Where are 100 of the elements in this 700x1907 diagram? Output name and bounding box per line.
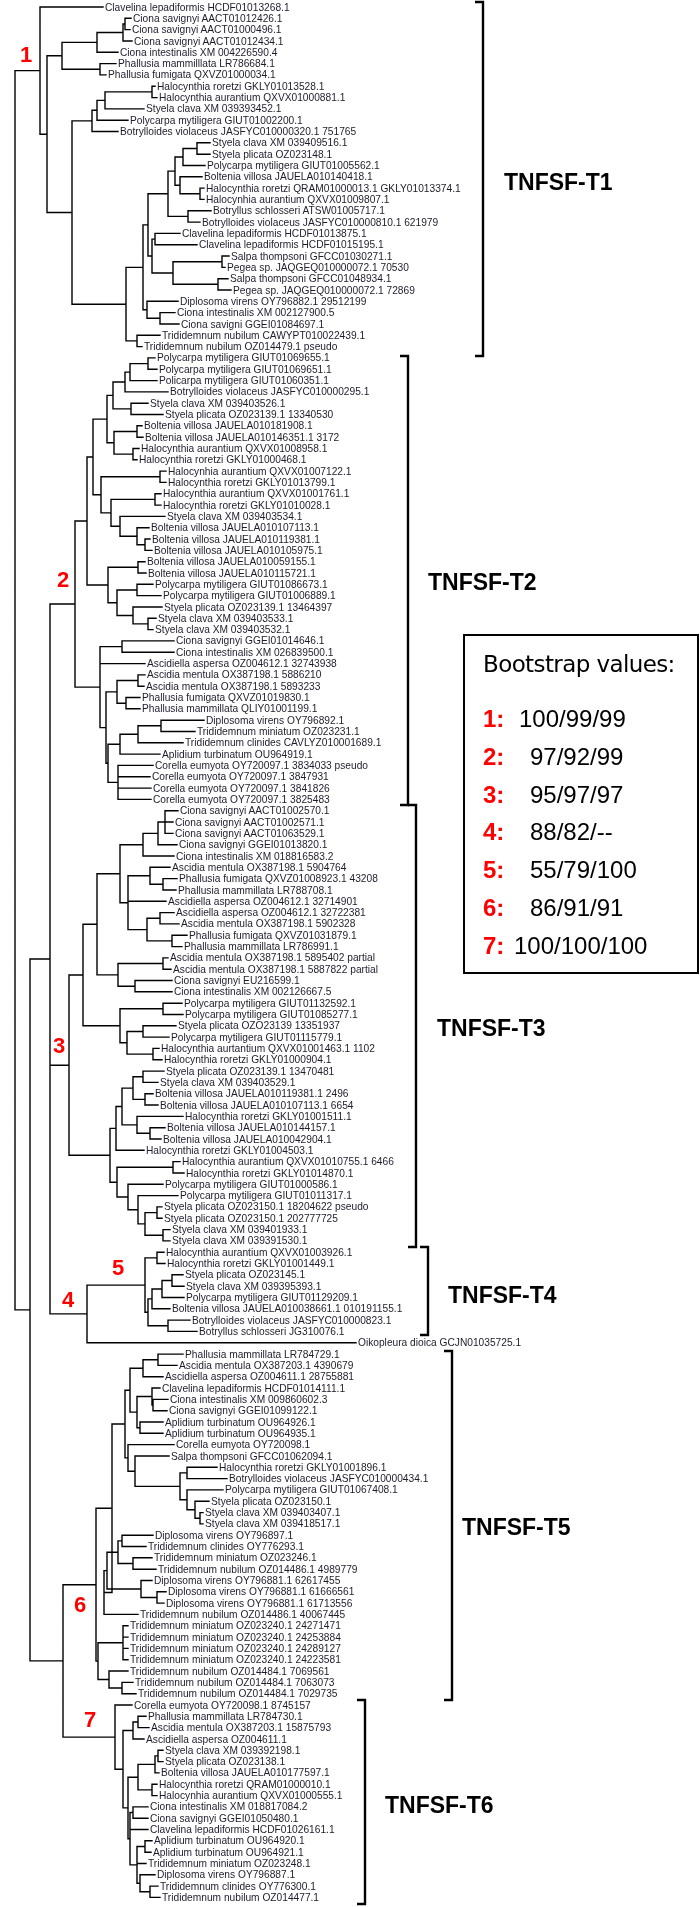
taxon-label: Ascidiella aspersa OZ004612.1 32743938 <box>147 658 337 670</box>
taxon-label: Halocynthia roretzi GKLY01000468.1 <box>139 454 307 466</box>
clade-label: TNFSF-T6 <box>385 1792 494 1818</box>
taxon-label: Halocynthia roretzi GKLY01013799.1 <box>168 476 336 488</box>
taxon-label: Phallusia mammillata LR788708.1 <box>178 884 333 896</box>
taxon-label: Ciona savignyi AACT01000496.1 <box>132 24 282 36</box>
clade-label: TNFSF-T4 <box>448 1282 557 1308</box>
taxon-label: Styela clava XM 039403534.1 <box>167 510 303 522</box>
taxon-label: Ciona savigni GGEI01084697.1 <box>181 318 325 330</box>
taxon-label: Oikopleura dioica GCJN01035725.1 <box>358 1337 522 1349</box>
legend-title: Bootstrap values: <box>483 651 675 677</box>
taxon-label: Diplosoma virens OY796881.1 62617455 <box>154 1575 341 1586</box>
taxon-label: Corella eumyota OY720097.1 3825483 <box>153 793 330 805</box>
taxon-label: Ascidia mentula OX387203.1 15875793 <box>151 1722 332 1734</box>
legend-box <box>463 634 699 974</box>
taxon-label: Halocynthia roretzi GKLY01014870.1 <box>186 1167 354 1179</box>
taxon-label: Polycarpa mytiligera GIUT01129209.1 <box>186 1292 358 1303</box>
clade-label: TNFSF-T2 <box>428 569 537 595</box>
legend-key: 5: <box>483 856 505 885</box>
taxon-label: Salpa thompsoni GFCC01062094.1 <box>171 1450 333 1462</box>
taxon-label: Aplidium turbinatum OU964920.1 <box>154 1835 305 1847</box>
taxon-label: Botryllus schlosseri ATSW01005717.1 <box>213 205 385 217</box>
taxon-label: Boltenia villosa JAUELA010144157.1 <box>167 1122 336 1134</box>
taxon-label: Polycarpa mytiligera GIUT01002200.1 <box>130 114 303 126</box>
legend-value: 88/82/-- <box>530 818 613 847</box>
taxon-label: Styela clava XM 039403532.1 <box>155 624 291 636</box>
bootstrap-number: 2 <box>57 569 70 591</box>
taxon-label: Clavelina lepadiformis HCDF01014111.1 <box>162 1382 346 1394</box>
taxon-label: Polycarpa mytiligera GIUT01132592.1 <box>184 997 356 1009</box>
taxon-label: Diplosoma virens OY796887.1 <box>157 1869 296 1881</box>
taxon-label: Ciona savignyi AACT01012426.1 <box>133 12 283 24</box>
taxon-label: Polycarpa mytiligera GIUT01067408.1 <box>225 1484 398 1496</box>
taxon-label: Halocynthia aurantium QXVX01003926.1 <box>166 1246 353 1258</box>
taxon-label: Phallusia mammillata LR784730.1 <box>148 1710 303 1722</box>
taxon-label: Polycarpa mytiligera GIUT01085277.1 <box>185 1009 358 1020</box>
taxon-label: Trididemnum miniatum OZ023240.1 24223581 <box>130 1654 341 1666</box>
taxon-label: Trididemnum clinides OY776293.1 <box>148 1541 304 1552</box>
taxon-label: Corella eumyota OY720097.1 3841826 <box>153 782 330 794</box>
taxon-label: Styela clava XM 039392198.1 <box>165 1744 301 1756</box>
taxon-label: Phallusia mammilllata LR786684.1 <box>118 58 275 70</box>
bootstrap-number: 1 <box>20 44 33 66</box>
taxon-label: Botrylloides violaceus JASFYC010000823.1 <box>192 1314 392 1326</box>
taxon-label: Polycarpa mytiligera GIUT01005562.1 <box>207 160 380 171</box>
taxon-label: Phallusia mammillata LR786991.1 <box>184 941 339 953</box>
taxon-label: Halocynthia aurantium QXVX01010755.1 6466 <box>182 1156 394 1168</box>
taxon-label: Phallusia mammillata LR784729.1 <box>185 1348 340 1360</box>
taxon-label: Boltenia villosa JAUELA010038661.1 010191155.1 <box>172 1303 403 1315</box>
taxon-label: Ciona intestinalis XM 026839500.1 <box>176 646 334 658</box>
taxon-label: Ciona savignyi GGEI01050480.1 <box>150 1812 299 1824</box>
taxon-label: Corella eumyota OY720098.1 8745157 <box>134 1699 311 1711</box>
taxon-label: Trididemnum clinides OY776300.1 <box>160 1880 316 1892</box>
taxon-label: Styela clava XM 039409516.1 <box>212 137 348 149</box>
taxon-label: Boltenia villosa JAUELA010146351.1 3172 <box>145 431 340 443</box>
taxon-label: Ciona intestinalis XM 009860602.3 <box>170 1393 328 1405</box>
taxon-label: Phallusia fumigata QXVZ01000034.1 <box>108 69 276 81</box>
taxon-label: Ciona savignyi EU216599.1 <box>174 975 300 986</box>
taxon-label: Styela plicata OZ023148.1 <box>212 148 333 160</box>
taxon-label: Halocynthia roretzi GKLY01013528.1 <box>157 80 325 92</box>
taxon-label: Halocynthia roretzi GKLY01001449.1 <box>167 1258 335 1269</box>
taxon-label: Ascidia mentula OX387203.1 4390679 <box>179 1359 354 1371</box>
taxon-label: Phallusia mammillata QLIY01001199.1 <box>142 703 318 715</box>
taxon-label: Phallusia fumigata QXVZ01008923.1 43208 <box>179 873 378 885</box>
taxon-label: Styela plicata OZO23139 13351937 <box>178 1020 340 1032</box>
taxon-label: Boltenia villosa JAUELA010107113.1 6654 <box>160 1099 354 1111</box>
taxon-label: Ciona savignyi AACT01002571.1 <box>175 816 325 828</box>
taxon-label: Halocynhia aurantium QXVX01009807.1 <box>206 193 390 205</box>
taxon-label: Trididemnum miniatum OZ023240.1 24253884 <box>130 1631 341 1643</box>
taxon-label: Trididemnum nubilum OZ014486.1 4989779 <box>158 1563 358 1575</box>
taxon-label: Boltenia villosa JAUELA010042904.1 <box>163 1133 332 1145</box>
taxon-label: Clavelina lepadiformis HCDF01026161.1 <box>150 1824 335 1835</box>
taxon-label: Boltenia villosa JAUELA010119381.1 <box>152 533 321 545</box>
bootstrap-number: 5 <box>112 1257 125 1279</box>
taxon-label: Diplosoma virens OY796897.1 <box>155 1529 294 1541</box>
taxon-label: Styela plicata OZ023150.1 18204622 pseudo <box>164 1201 369 1213</box>
taxon-label: Polycarpa mytiligera GIUT01115779.1 <box>171 1031 343 1043</box>
legend-key: 7: <box>483 931 505 960</box>
taxon-label: Botrylloides violaceus JASFYC010000295.1 <box>170 386 370 398</box>
taxon-label: Aplidium turbinatum OU964926.1 <box>165 1416 316 1428</box>
taxon-label: Aplidium turbinatum OU964935.1 <box>165 1427 316 1439</box>
taxon-label: Policarpa mytiligera GIUT01060351.1 <box>159 375 329 387</box>
legend-key: 2: <box>483 742 505 771</box>
taxon-label: Boltenia villosa JAUELA010115721.1 <box>148 567 317 579</box>
legend-value: 55/79/100 <box>530 856 637 885</box>
taxon-label: Botrylloides violaceus JASFYC010000320.1 751765 <box>120 126 357 137</box>
taxon-label: Aplidium turbinatum OU964919.1 <box>162 748 313 760</box>
taxon-label: Trididemnum miniatum OZ023248.1 <box>148 1858 311 1869</box>
legend-value: 100/100/100 <box>514 931 648 960</box>
taxon-label: Ascidia mentula OX387198.1 5887822 partial <box>173 963 379 975</box>
taxon-label: Corella eumyota OY720097.1 3847931 <box>152 771 329 783</box>
taxon-label: Halocynthia aurantium QXVX01008958.1 <box>141 443 328 454</box>
taxon-label: Trididemnum nubilum OZ014477.1 <box>162 1891 320 1903</box>
taxon-label: Polycarpa mytiligera GIUT01000586.1 <box>165 1178 338 1190</box>
taxon-label: Halocynthia roretzi QRAM01000010.1 <box>159 1778 331 1790</box>
taxon-label: Trididemnum nubilum OZ014486.1 40067445 <box>140 1608 346 1620</box>
taxon-label: Ciona savignyi AACT01063529.1 <box>175 827 325 839</box>
taxon-label: Polycarpa mytiligera GIUT01011317.1 <box>180 1190 352 1202</box>
taxon-label: Aplidium turbinatum OU964921.1 <box>153 1846 304 1858</box>
clade-label: TNFSF-T1 <box>504 169 613 195</box>
taxon-label: Botryllus schlosseri JG310076.1 <box>199 1325 345 1337</box>
taxon-label: Styela plicata OZ023139.1 13464397 <box>164 601 333 613</box>
